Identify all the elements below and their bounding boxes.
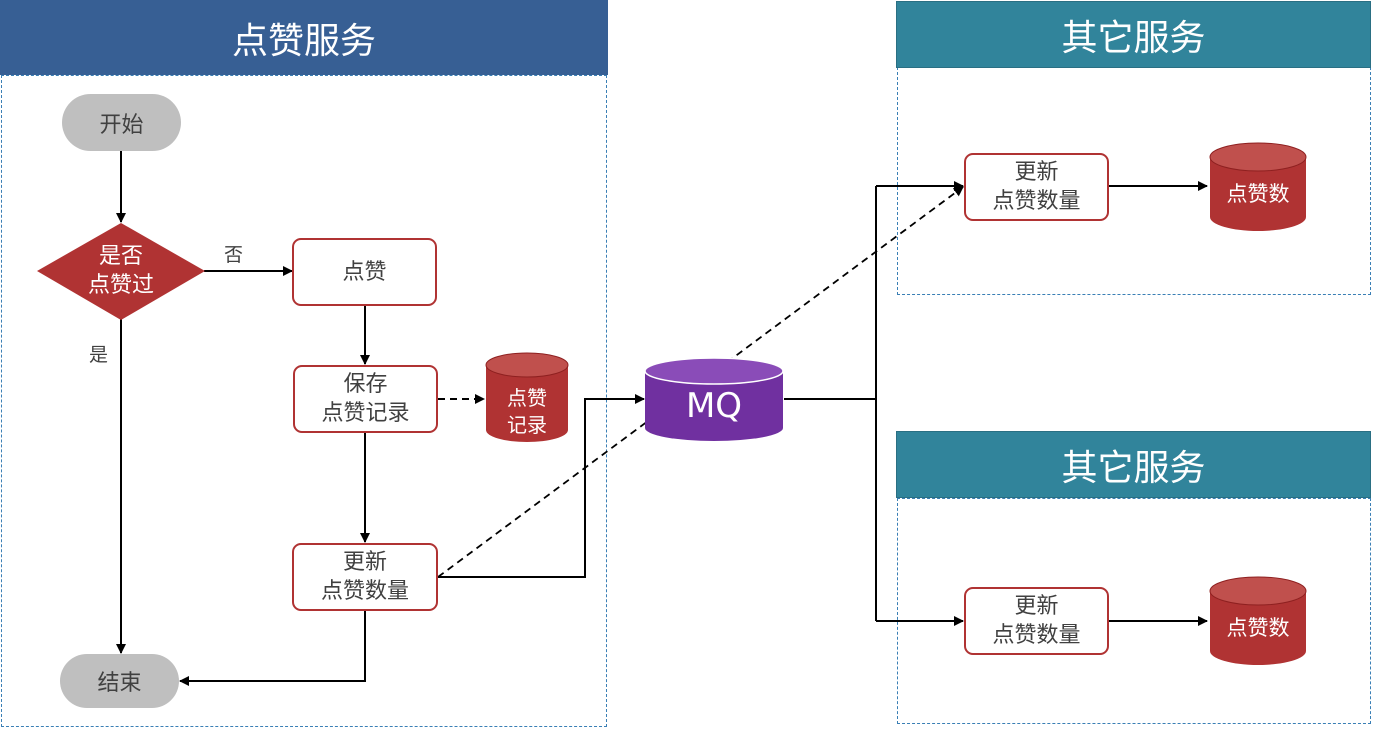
like-box: 点赞 — [292, 238, 437, 306]
remote-bottom-db-cylinder — [1209, 576, 1307, 665]
update-count-line-1: 更新 — [342, 550, 387, 575]
left-panel-header: 点赞服务 — [0, 0, 608, 75]
decision-diamond — [37, 223, 205, 320]
remote-bottom-update-box: 更新 点赞数量 — [964, 587, 1109, 655]
edge-update-mq — [438, 394, 645, 578]
like-label: 点赞 — [342, 259, 387, 285]
right-panel-bottom-header: 其它服务 — [896, 431, 1371, 498]
start-node: 开始 — [62, 94, 181, 151]
decision-line-2: 点赞过 — [87, 273, 154, 298]
remote-top-db-label: 点赞数 — [1226, 182, 1290, 206]
right-panel-top-header: 其它服务 — [896, 1, 1371, 68]
record-db-line-1: 点赞 — [507, 386, 547, 410]
end-label: 结束 — [97, 671, 142, 696]
record-db-text: 点赞 记录 — [486, 385, 568, 439]
yes-label: 是 — [89, 344, 109, 366]
remote-top-update-line-1: 更新 — [1014, 160, 1059, 185]
right-panel-bottom-frame — [897, 498, 1371, 724]
save-record-line-2: 点赞记录 — [321, 401, 410, 426]
update-count-box: 更新 点赞数量 — [292, 543, 438, 611]
save-record-line-1: 保存 — [343, 372, 388, 397]
start-label: 开始 — [99, 112, 144, 138]
mq-label: MQ — [685, 386, 743, 426]
remote-top-db-cylinder — [1209, 142, 1307, 231]
record-db-cylinder — [485, 352, 569, 442]
right-panel-bottom-title: 其它服务 — [1061, 447, 1206, 489]
left-panel-title: 点赞服务 — [231, 20, 376, 62]
save-record-box: 保存 点赞记录 — [293, 365, 438, 433]
edge-update-end — [179, 611, 366, 686]
remote-bottom-update-line-2: 点赞数量 — [992, 623, 1081, 648]
no-label: 否 — [224, 244, 244, 266]
record-db-line-2: 记录 — [507, 413, 547, 437]
decision-text: 是否 点赞过 — [67, 242, 175, 300]
mq-cylinder — [644, 357, 784, 441]
update-count-line-2: 点赞数量 — [320, 579, 409, 604]
remote-bottom-db-label: 点赞数 — [1226, 616, 1290, 640]
remote-bottom-update-line-1: 更新 — [1014, 594, 1059, 619]
remote-top-update-box: 更新 点赞数量 — [964, 153, 1109, 221]
decision-line-1: 是否 — [98, 244, 143, 269]
remote-top-update-line-2: 点赞数量 — [992, 189, 1081, 214]
right-panel-top-title: 其它服务 — [1061, 17, 1206, 59]
end-node: 结束 — [60, 654, 179, 708]
left-panel-frame — [1, 75, 607, 727]
